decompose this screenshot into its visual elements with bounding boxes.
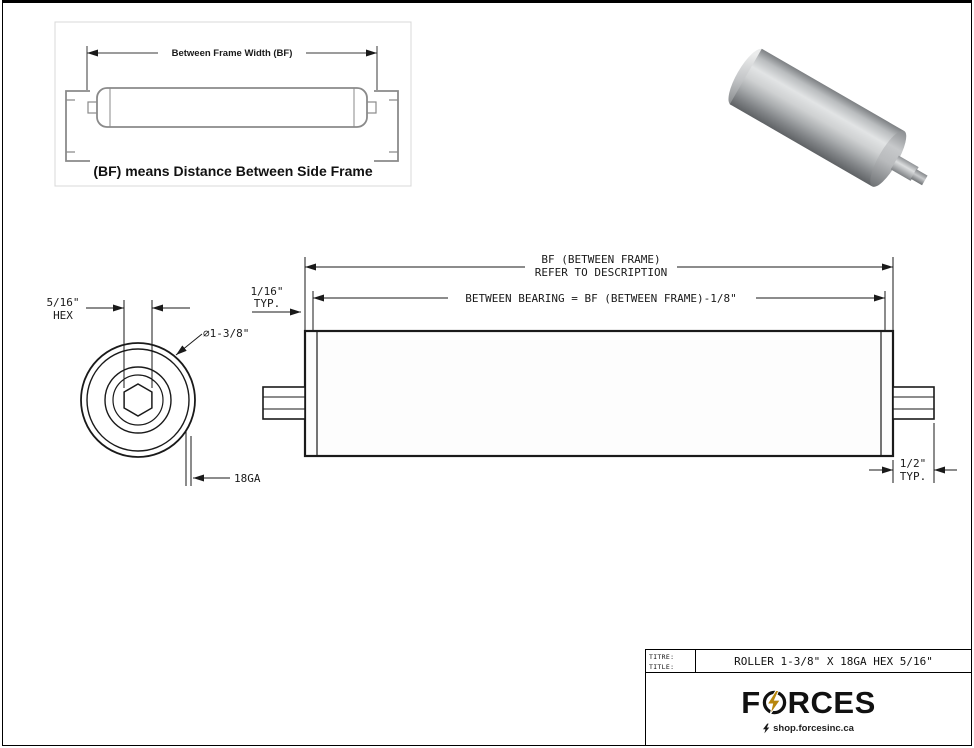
roller-3d-view — [722, 6, 972, 196]
right-typ-word: TYP. — [900, 470, 927, 483]
bf-label-line1: BF (BETWEEN FRAME) — [541, 253, 660, 266]
bearing-inner-circle — [112, 374, 164, 426]
title-block-branding: F RCES shop.forcesinc.ca — [646, 673, 971, 745]
diameter-label: ⌀1-3/8" — [203, 327, 249, 340]
inset-right-frame-lips — [389, 99, 398, 153]
logo-letters-rces: RCES — [787, 684, 876, 720]
tube-outer-circle — [80, 342, 196, 458]
roller-3d-cylinder — [722, 44, 945, 209]
inset-roller-end-lines — [109, 88, 355, 127]
right-typ-value: 1/2" — [900, 457, 927, 470]
diameter-leader — [175, 333, 203, 356]
inset-dim-label: Between Frame Width (BF) — [172, 48, 293, 59]
inset-left-frame-lips — [66, 99, 75, 153]
inset-right-frame — [374, 90, 399, 162]
inset-caption: (BF) means Distance Between Side Frame — [93, 163, 373, 179]
hex-dimension — [86, 300, 190, 388]
right-shaft — [892, 386, 935, 420]
left-typ-value: 1/16" — [250, 285, 283, 298]
website-text: shop.forcesinc.ca — [763, 723, 854, 734]
forces-logo: F RCES — [741, 685, 876, 721]
roller-body — [303, 329, 895, 458]
title-block: TITRE: TITLE: ROLLER 1-3/8" X 18GA HEX 5… — [645, 649, 971, 745]
left-typ-word: TYP. — [254, 297, 281, 310]
title-labels: TITRE: TITLE: — [646, 650, 696, 672]
bf-dimension — [304, 257, 894, 330]
drawing-title: ROLLER 1-3/8" X 18GA HEX 5/16" — [734, 654, 933, 668]
gauge-dimension — [185, 430, 230, 486]
hex-size-label: 5/16" — [46, 296, 79, 309]
title-label-en: TITLE: — [649, 663, 675, 672]
left-shaft-hex-lines — [263, 396, 305, 410]
website-url: shop.forcesinc.ca — [773, 722, 854, 734]
hex-word-label: HEX — [53, 309, 73, 322]
left-shaft — [262, 386, 306, 420]
lightning-bolt-icon — [762, 690, 787, 715]
hex-bore — [123, 383, 153, 417]
right-typ-dimension — [869, 423, 957, 483]
gauge-label: 18GA — [234, 472, 261, 485]
logo-letter-f: F — [741, 684, 761, 720]
mini-bolt-icon — [763, 723, 770, 733]
inset-left-frame — [65, 90, 90, 162]
between-bearing-label: BETWEEN BEARING = BF (BETWEEN FRAME)-1/8… — [465, 292, 737, 305]
tube-inner-circle — [86, 348, 190, 452]
end-cap-lines — [316, 331, 882, 456]
inset-roller — [96, 87, 368, 128]
bf-legend-inset — [54, 21, 412, 187]
end-view — [80, 300, 230, 486]
right-shaft-hex-lines — [893, 396, 934, 410]
between-bearing-dimension — [312, 291, 886, 330]
bearing-housing-circle — [104, 366, 172, 434]
title-block-header: TITRE: TITLE: ROLLER 1-3/8" X 18GA HEX 5… — [646, 650, 971, 673]
bf-label-line2: REFER TO DESCRIPTION — [535, 266, 667, 279]
inset-dimension-lines — [86, 46, 378, 90]
title-label-fr: TITRE: — [649, 653, 675, 661]
side-view — [252, 257, 957, 483]
